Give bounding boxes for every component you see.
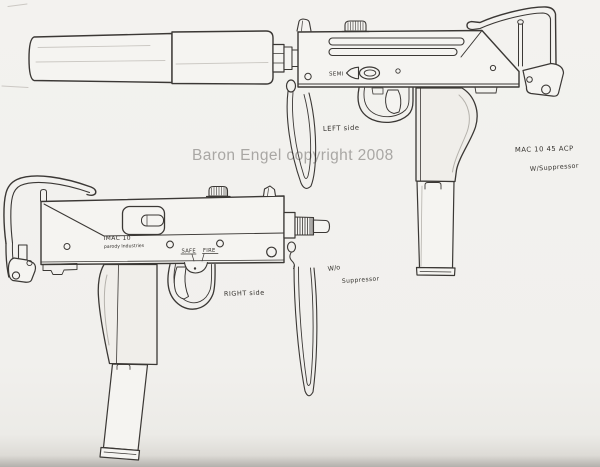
- trigger-guard: [357, 87, 414, 124]
- magazine: [99, 363, 149, 461]
- receiver: [40, 195, 285, 275]
- receiver-pin: [166, 240, 174, 249]
- upper-receiver: [297, 29, 520, 94]
- fire-marking: FIRE: [203, 248, 216, 254]
- stock-latch-assembly: [7, 244, 37, 283]
- selector-lever: [345, 66, 360, 80]
- barrel-nut: [272, 43, 299, 73]
- receiver-pin: [395, 68, 401, 74]
- charging-handle: [341, 20, 370, 33]
- magazine: [415, 180, 456, 277]
- without-suppressor-label-1: W/o: [327, 263, 341, 273]
- rear-bracket: [42, 263, 78, 275]
- threaded-barrel: [283, 211, 331, 239]
- stock-mount-post: [40, 189, 47, 202]
- trigger-pivot: [371, 87, 384, 95]
- magazine-catch: [424, 182, 442, 190]
- suppressor: [28, 30, 274, 85]
- receiver-pin: [63, 243, 71, 250]
- right-side-label: RIGHT side: [224, 289, 265, 298]
- without-suppressor-label-2: Suppressor: [342, 275, 380, 285]
- pistol-grip: [415, 87, 478, 190]
- front-sight: [296, 18, 312, 32]
- trigger: [385, 89, 402, 114]
- receiver-stamp-model: IMAC 10: [104, 235, 131, 242]
- bolt-slot: [141, 214, 164, 227]
- charging-handle: [205, 185, 231, 198]
- muzzle: [312, 219, 331, 234]
- receiver-pin: [266, 246, 277, 258]
- receiver-pin: [304, 72, 312, 81]
- front-sight: [262, 185, 277, 197]
- front-sling-strap: [286, 241, 318, 397]
- safe-marking: SAFE: [182, 249, 196, 255]
- model-caliber-label: MAC 10 45 ACP: [515, 144, 574, 154]
- selector-knob: [358, 66, 381, 80]
- stray-pencil-marks: [1, 3, 29, 89]
- fire-selector: [345, 66, 381, 80]
- receiver-stamp-maker: parody Industries: [104, 243, 145, 250]
- with-suppressor-label: W/Suppressor: [530, 162, 580, 173]
- wire-stock: [466, 6, 557, 67]
- magazine-baseplate: [99, 446, 141, 461]
- butt-plate-hole: [541, 84, 551, 95]
- receiver-pin: [216, 239, 224, 248]
- sling-ring: [285, 79, 297, 93]
- butt-plate-screw: [526, 76, 533, 83]
- left-side-label: LEFT side: [323, 124, 360, 133]
- stock-butt-plate: [522, 62, 565, 97]
- trigger: [173, 266, 189, 300]
- top-gun-left-side-view: SEMI LEFT side MAC 10 45 ACP W/Suppresso…: [28, 6, 580, 277]
- magazine-catch: [116, 363, 131, 370]
- cooling-slot-upper: [328, 37, 465, 46]
- ejection-port: [121, 205, 166, 236]
- pistol-grip: [97, 263, 158, 370]
- sling-ring: [286, 241, 297, 253]
- stock-rod-cap: [517, 19, 524, 25]
- rear-tab: [474, 86, 498, 94]
- semi-marking: SEMI: [329, 72, 344, 78]
- latch-hole: [11, 271, 21, 280]
- latch-screw: [26, 259, 33, 267]
- front-sling-strap: [285, 79, 317, 189]
- bottom-gun-right-side-view: IMAC 10 parody Industries SAFE FIRE RIGH…: [3, 175, 380, 461]
- cooling-slot-lower: [328, 47, 458, 57]
- receiver-pin: [489, 64, 497, 72]
